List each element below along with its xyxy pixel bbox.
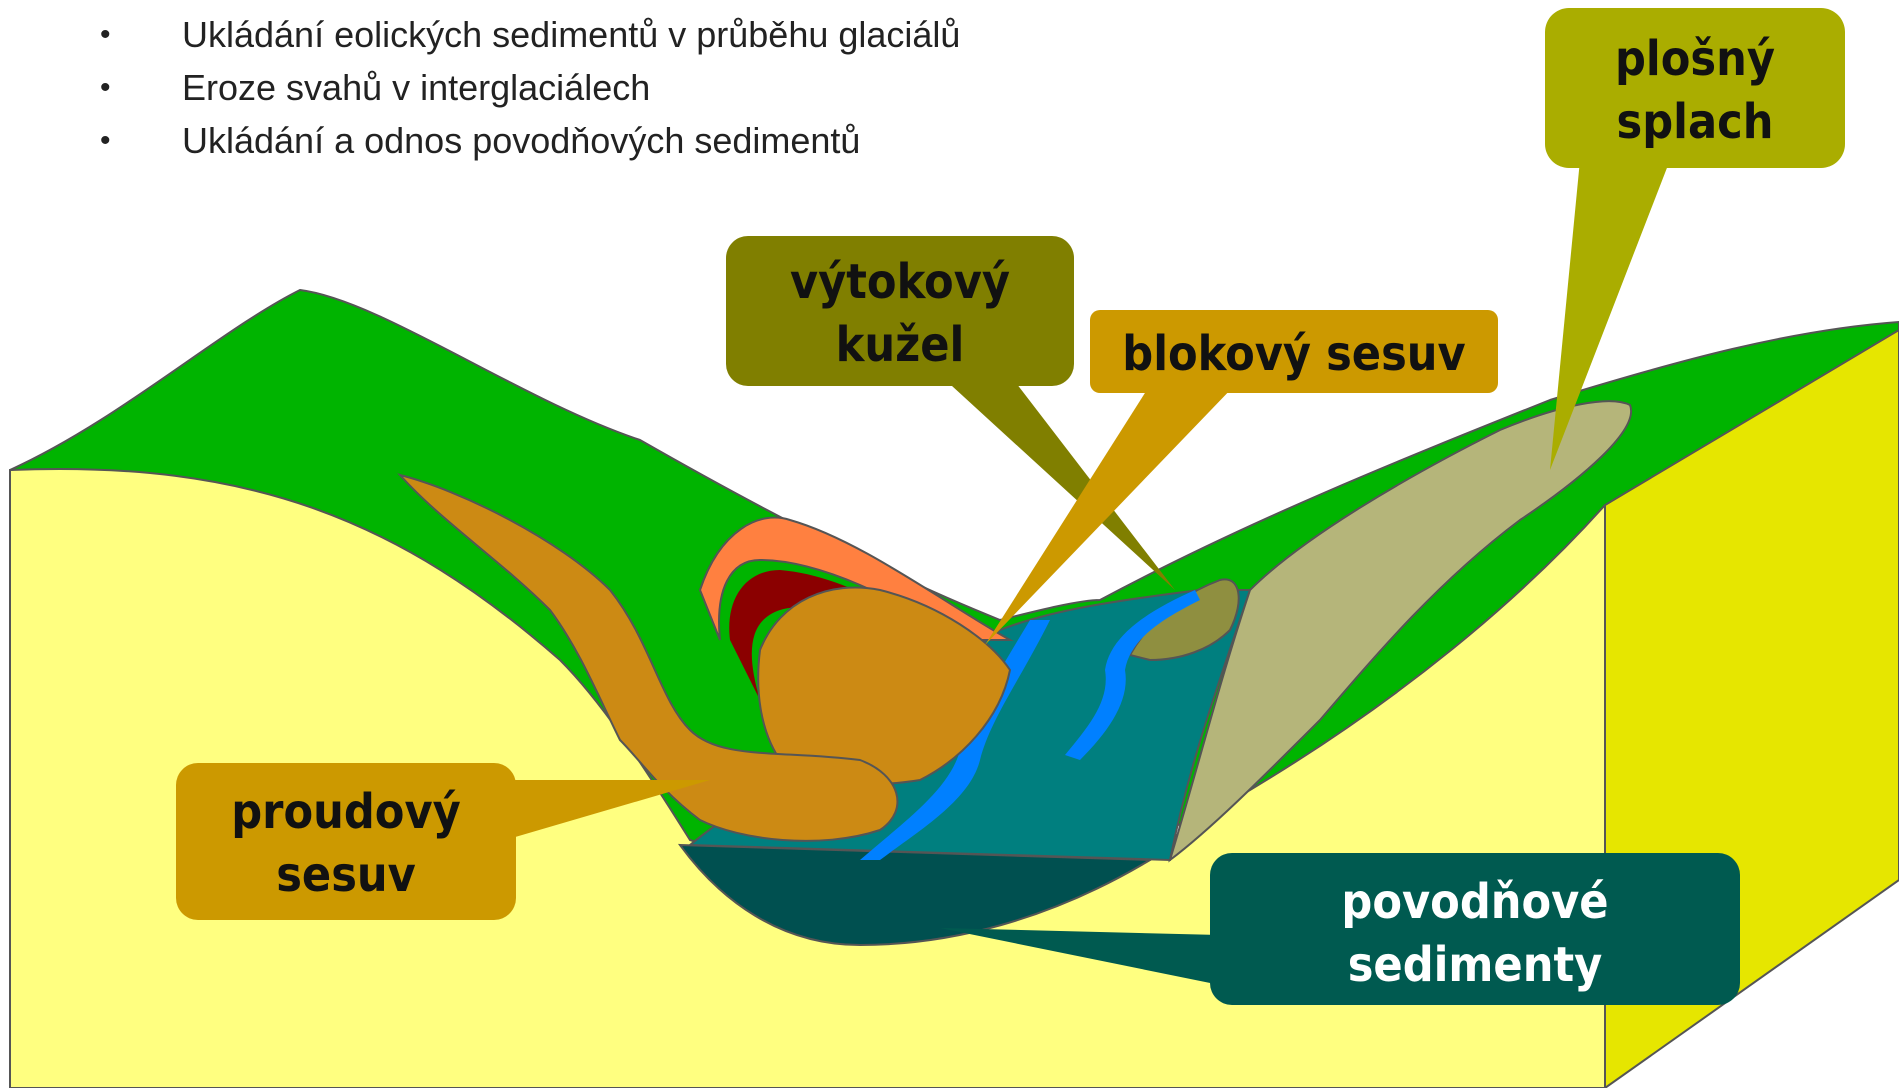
callout-label: sesuv — [276, 847, 416, 903]
callout-label: splach — [1617, 94, 1774, 150]
callout-label: kužel — [836, 317, 965, 373]
callout-label: blokový sesuv — [1122, 326, 1465, 382]
callout-label: plošný — [1615, 31, 1775, 87]
callout-label: povodňové — [1341, 874, 1608, 930]
callout-label: proudový — [231, 784, 461, 840]
callout-label: sedimenty — [1348, 937, 1603, 993]
callout-label: výtokový — [790, 254, 1010, 310]
